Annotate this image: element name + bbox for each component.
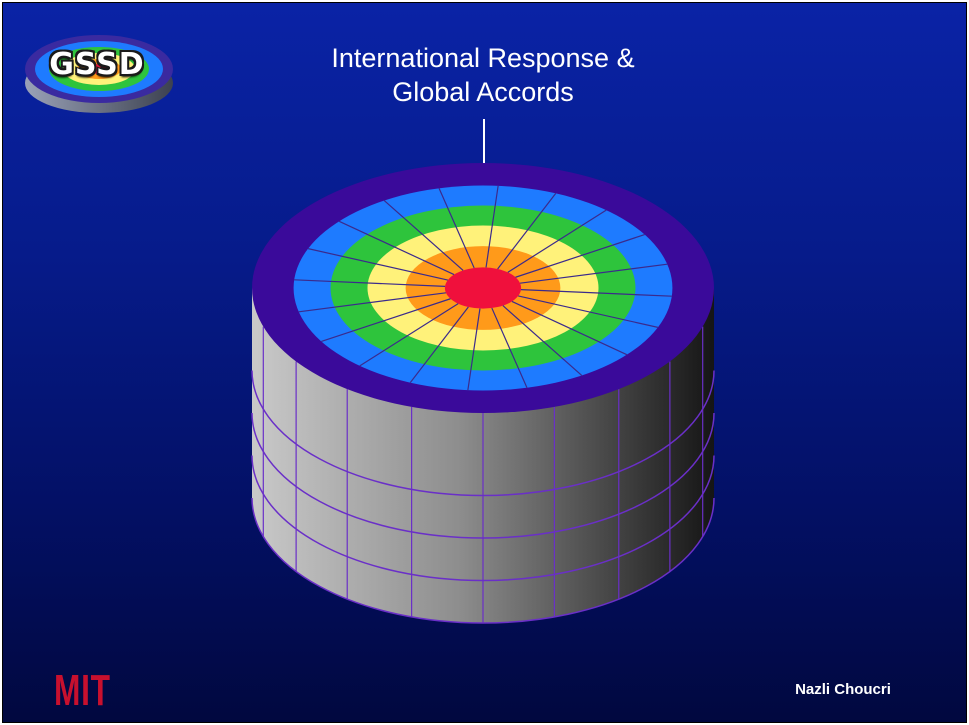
title-line-2: Global Accords [392,77,574,107]
sector-line [491,307,528,388]
logo-text: GSSD [49,47,145,82]
sector-line [520,289,672,297]
layered-cylinder-diagram [251,163,715,624]
sector-line [485,185,499,268]
sector-line [307,248,448,281]
sector-line [321,298,451,342]
sector-line [518,295,659,328]
sector-line [383,200,464,271]
ring-core-red [444,267,522,309]
cylinder-top [252,163,714,413]
sector-line [515,234,645,278]
sector-line [502,305,583,376]
gssd-logo: GSSD [21,25,179,117]
sector-line [519,263,668,284]
sector-line [294,279,446,287]
sector-line [467,308,481,391]
title-callout-line [483,119,485,177]
sector-line [438,188,475,269]
sector-line [409,306,469,384]
sector-line [497,192,557,270]
logo-disc-icon [25,35,173,113]
sector-line [338,220,455,276]
mit-logo-text: MIT [54,666,111,715]
title-line-1: International Response & [331,43,635,73]
slide-title: International Response & Global Accords [263,41,703,109]
sector-line [511,300,628,356]
sector-line [298,292,447,313]
sector-line [359,303,459,367]
sector-line [507,209,607,273]
author-name: Nazli Choucri [795,681,891,698]
